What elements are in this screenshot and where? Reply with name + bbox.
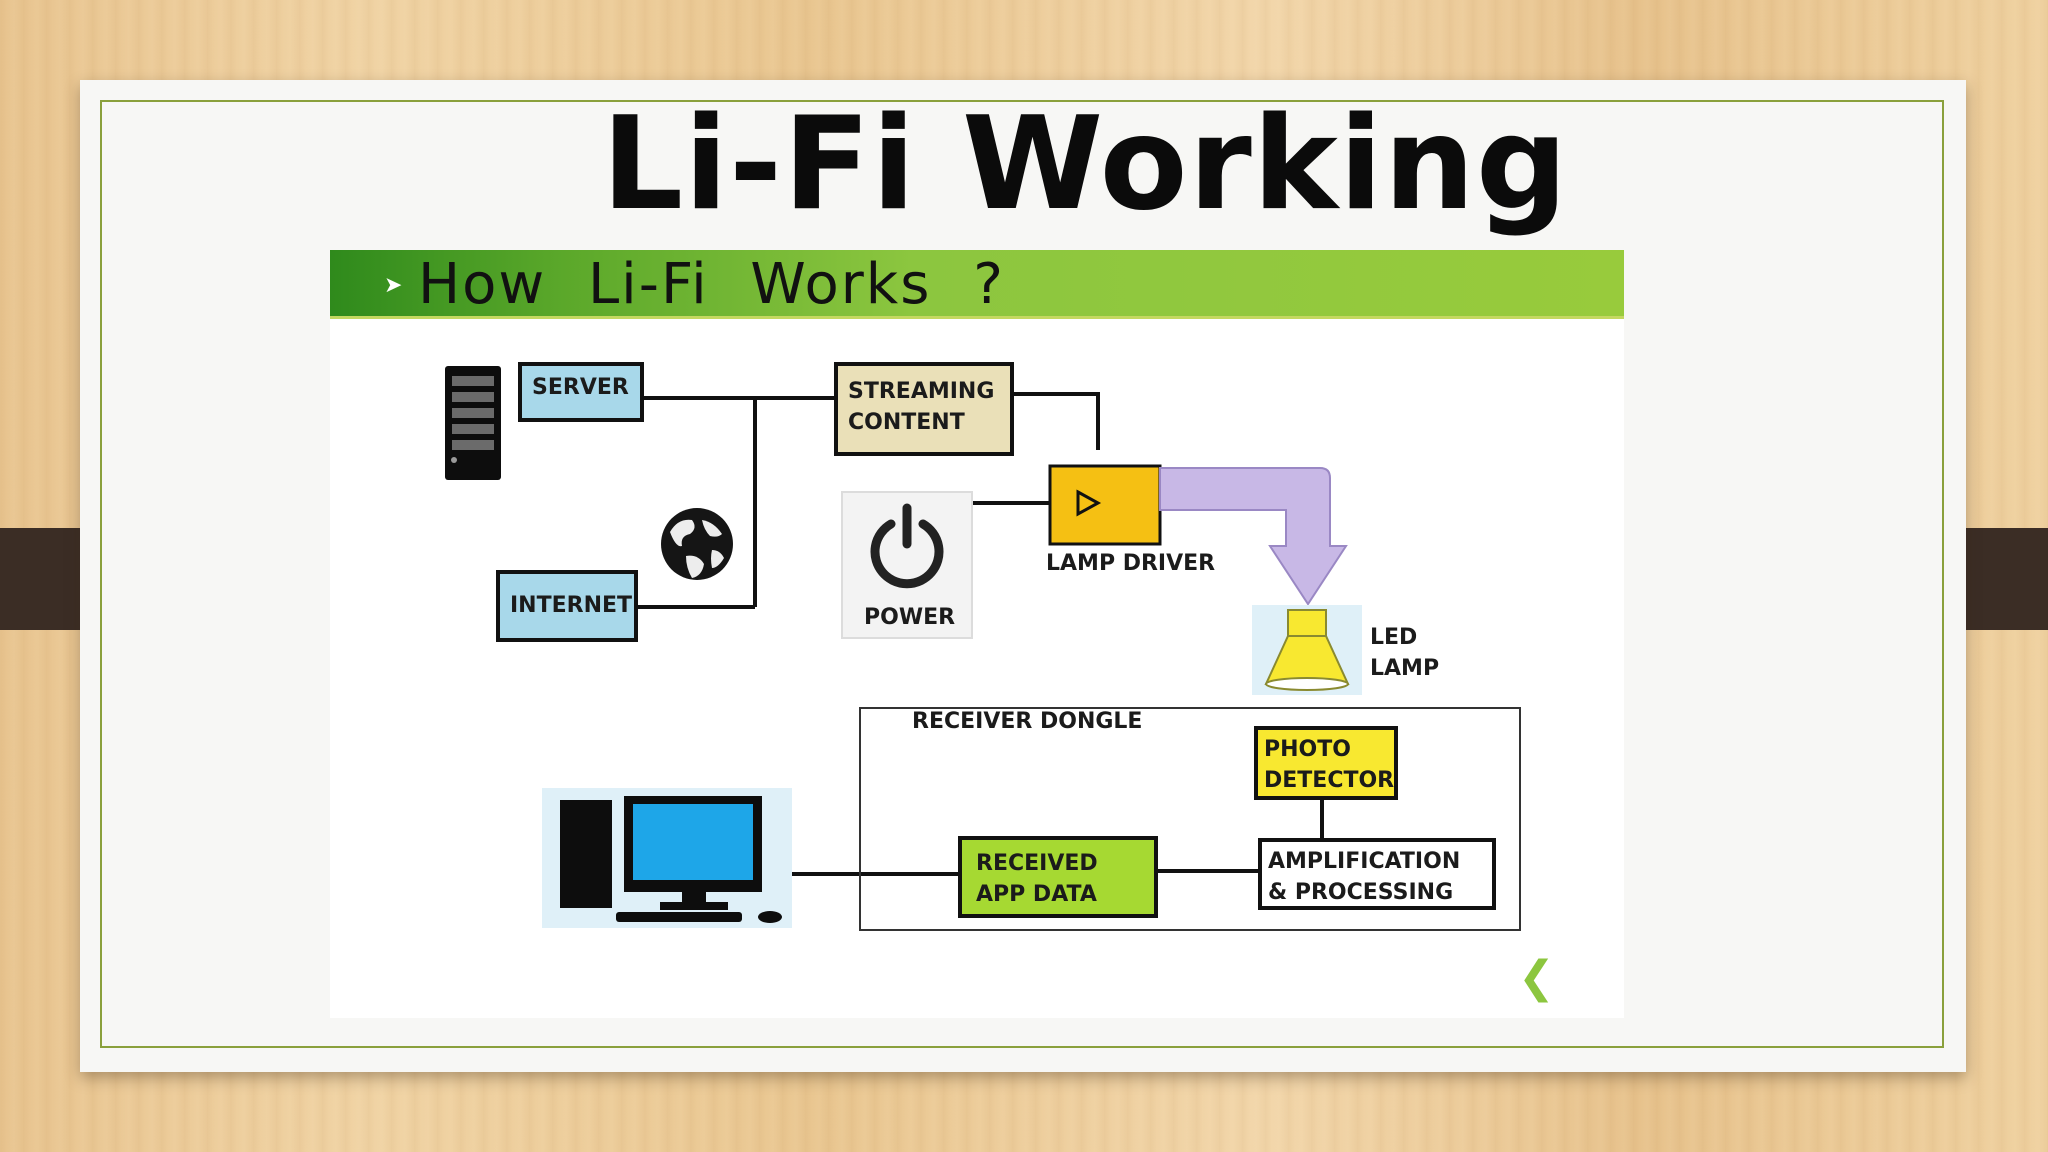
internet-box: INTERNET	[496, 570, 638, 642]
amplifier-triangle-icon	[1076, 489, 1102, 517]
lamp-driver-label: LAMP DRIVER	[1046, 551, 1216, 576]
globe-icon	[661, 508, 733, 580]
slide-frame	[100, 100, 1944, 1048]
received-app-data-box: RECEIVED APP DATA	[958, 836, 1158, 918]
server-tower-icon	[445, 366, 501, 480]
power-label: POWER	[864, 605, 956, 630]
section-banner: ➤ How Li-Fi Works ?	[330, 250, 1624, 319]
power-icon	[841, 491, 973, 639]
receiver-dongle-label: RECEIVER DONGLE	[912, 709, 1143, 734]
light-beam-arrow	[1159, 467, 1348, 606]
banner-heading: How Li-Fi Works ?	[418, 252, 1005, 317]
led-lamp-icon	[1252, 605, 1362, 695]
amplification-processing-box: AMPLIFICATION & PROCESSING	[1258, 838, 1496, 910]
diagram-panel: ➤ How Li-Fi Works ?	[330, 250, 1624, 1018]
desktop-computer-icon	[542, 788, 792, 928]
lifi-diagram	[445, 366, 1521, 931]
receiver-dongle-frame	[859, 707, 1521, 931]
chevron-left-icon[interactable]: ❮	[1518, 953, 1555, 1002]
photo-detector-box: PHOTO DETECTOR	[1254, 726, 1398, 800]
slide-title: Li-Fi Working	[601, 90, 1569, 239]
server-box: SERVER	[518, 362, 644, 422]
bullet-arrow-icon: ➤	[384, 272, 403, 297]
lamp-driver-box	[1048, 464, 1162, 546]
streaming-content-box: STREAMING CONTENT	[834, 362, 1014, 456]
streaming-to-driver-line	[1014, 392, 1100, 450]
led-lamp-label: LED LAMP	[1370, 625, 1440, 681]
